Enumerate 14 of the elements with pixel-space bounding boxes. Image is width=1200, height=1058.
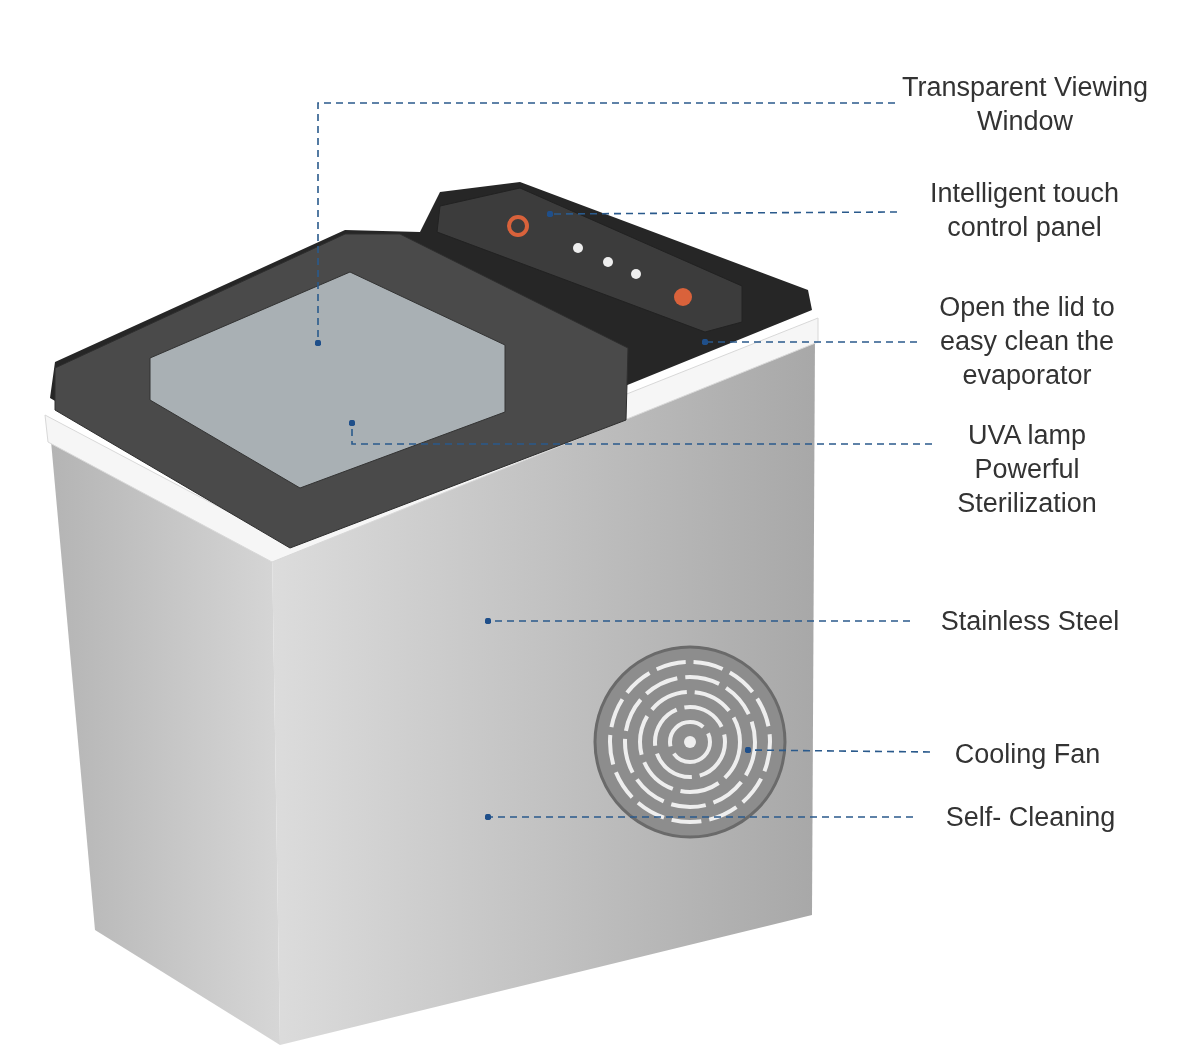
- leader-line: [744, 746, 931, 754]
- leader-line: [484, 813, 914, 821]
- leader-line: [348, 419, 933, 445]
- leader-line: [701, 338, 918, 346]
- callout-label: Intelligent touch control panel: [928, 177, 1121, 244]
- callout-label: Self- Cleaning: [945, 801, 1116, 834]
- leader-line: [484, 617, 911, 625]
- callout-label: Stainless Steel: [940, 605, 1120, 638]
- callout-label: Open the lid to easy clean the evaporator: [938, 291, 1116, 392]
- leader-line: [546, 210, 898, 218]
- callout-label: Transparent Viewing Window: [900, 71, 1150, 138]
- callout-label: UVA lamp Powerful Sterilization: [956, 419, 1098, 520]
- callout-label: Cooling Fan: [954, 738, 1101, 771]
- leader-line: [314, 102, 896, 347]
